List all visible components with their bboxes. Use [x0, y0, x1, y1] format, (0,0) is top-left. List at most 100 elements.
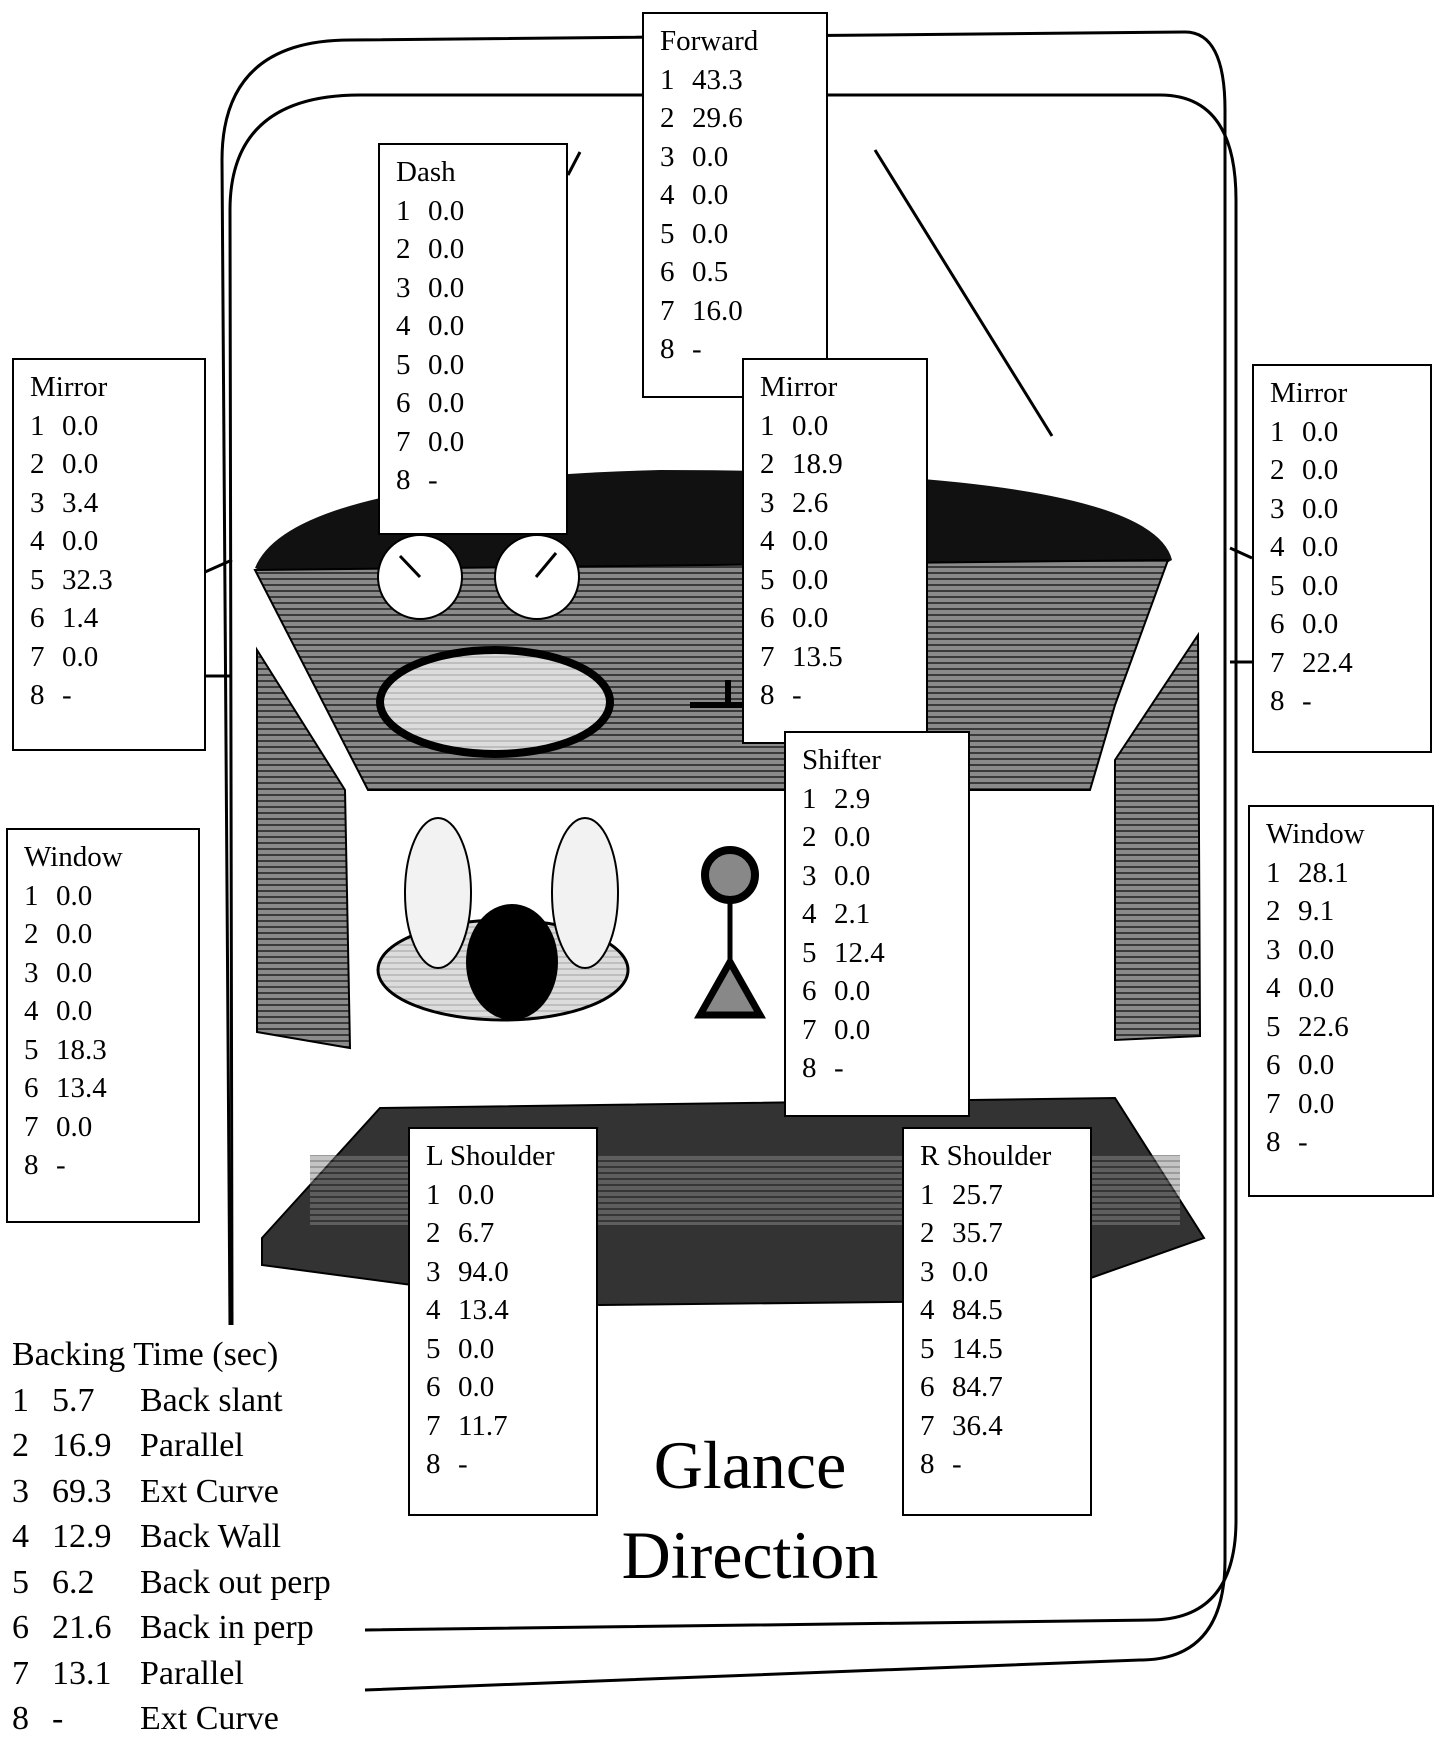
panel-row: 70.0 [30, 638, 204, 677]
row-label: Ext Curve [140, 1700, 279, 1737]
row-value: 2.1 [834, 898, 870, 930]
panel-row: 8- [396, 461, 566, 500]
arm-left [405, 818, 471, 968]
row-index: 6 [802, 972, 834, 1011]
row-value: 0.0 [1302, 570, 1338, 602]
row-label: Back in perp [140, 1609, 314, 1646]
panel-row: 12.9 [802, 780, 968, 819]
row-index: 7 [920, 1407, 952, 1446]
row-value: 94.0 [458, 1256, 509, 1288]
panel-row: 40.0 [24, 992, 198, 1031]
row-index: 6 [24, 1069, 56, 1108]
row-value: 0.5 [692, 256, 728, 288]
row-index: 8 [12, 1696, 52, 1742]
panel-row: 10.0 [426, 1176, 596, 1215]
row-index: 5 [24, 1031, 56, 1070]
row-value: - [428, 464, 438, 496]
row-index: 6 [426, 1368, 458, 1407]
panel-row: 125.7 [920, 1176, 1090, 1215]
row-index: 3 [802, 857, 834, 896]
row-value: 9.1 [1298, 895, 1334, 927]
row-value: 2.9 [834, 783, 870, 815]
row-index: 1 [30, 407, 62, 446]
row-index: 5 [12, 1560, 52, 1606]
row-index: 5 [760, 561, 792, 600]
row-index: 1 [426, 1176, 458, 1215]
panel-row: 60.0 [760, 599, 926, 638]
panel-row: 716.0 [660, 292, 826, 331]
panel-row: 32.6 [760, 484, 926, 523]
panel-row: 10.0 [24, 877, 198, 916]
row-index: 7 [1270, 644, 1302, 683]
panel-title: Forward [660, 22, 826, 61]
dash-ellipse [380, 650, 610, 754]
row-index: 4 [1270, 528, 1302, 567]
row-value: 6.7 [458, 1217, 494, 1249]
row-value: 1.4 [62, 602, 98, 634]
panel-row: 50.0 [1270, 567, 1430, 606]
row-time: 16.9 [52, 1423, 140, 1469]
row-value: 0.0 [692, 179, 728, 211]
arm-right [552, 818, 618, 968]
row-index: 7 [802, 1011, 834, 1050]
panel-row: 42.1 [802, 895, 968, 934]
panel-row: 30.0 [920, 1253, 1090, 1292]
row-value: 0.0 [1302, 454, 1338, 486]
row-index: 8 [24, 1146, 56, 1185]
row-value: 2.6 [792, 487, 828, 519]
row-value: 0.0 [692, 218, 728, 250]
row-value: 0.0 [428, 195, 464, 227]
row-index: 5 [1266, 1008, 1298, 1047]
row-index: 5 [802, 934, 834, 973]
row-value: 0.0 [834, 1014, 870, 1046]
row-index: 7 [24, 1108, 56, 1147]
row-index: 3 [660, 138, 692, 177]
panel-row: 40.0 [660, 176, 826, 215]
panel-row: 40.0 [30, 522, 204, 561]
row-index: 8 [30, 676, 62, 715]
panel-row: 70.0 [802, 1011, 968, 1050]
row-value: 0.0 [428, 387, 464, 419]
panel-row: 522.6 [1266, 1008, 1432, 1047]
row-value: 0.0 [62, 525, 98, 557]
forward-panel: Forward 143.3229.630.040.050.060.5716.08… [642, 12, 828, 398]
row-index: 5 [1270, 567, 1302, 606]
row-index: 8 [1270, 682, 1302, 721]
row-time: 12.9 [52, 1514, 140, 1560]
panel-row: 60.5 [660, 253, 826, 292]
panel-title: Mirror [30, 368, 204, 407]
row-index: 3 [760, 484, 792, 523]
row-value: 28.1 [1298, 857, 1349, 889]
row-index: 4 [660, 176, 692, 215]
row-index: 1 [760, 407, 792, 446]
panel-row: 61.4 [30, 599, 204, 638]
panel-row: 20.0 [802, 818, 968, 857]
row-index: 2 [760, 445, 792, 484]
row-value: 0.0 [952, 1256, 988, 1288]
row-value: 0.0 [56, 880, 92, 912]
panel-row: 514.5 [920, 1330, 1090, 1369]
row-index: 8 [660, 330, 692, 369]
row-value: 0.0 [792, 410, 828, 442]
row-label: Parallel [140, 1655, 244, 1692]
panel-row: 20.0 [1270, 451, 1430, 490]
panel-row: 60.0 [426, 1368, 596, 1407]
row-time: 69.3 [52, 1469, 140, 1515]
row-index: 2 [920, 1214, 952, 1253]
panel-row: 20.0 [30, 445, 204, 484]
row-index: 2 [426, 1214, 458, 1253]
row-index: 3 [426, 1253, 458, 1292]
panel-row: 8- [920, 1445, 1090, 1484]
row-value: 0.0 [834, 975, 870, 1007]
